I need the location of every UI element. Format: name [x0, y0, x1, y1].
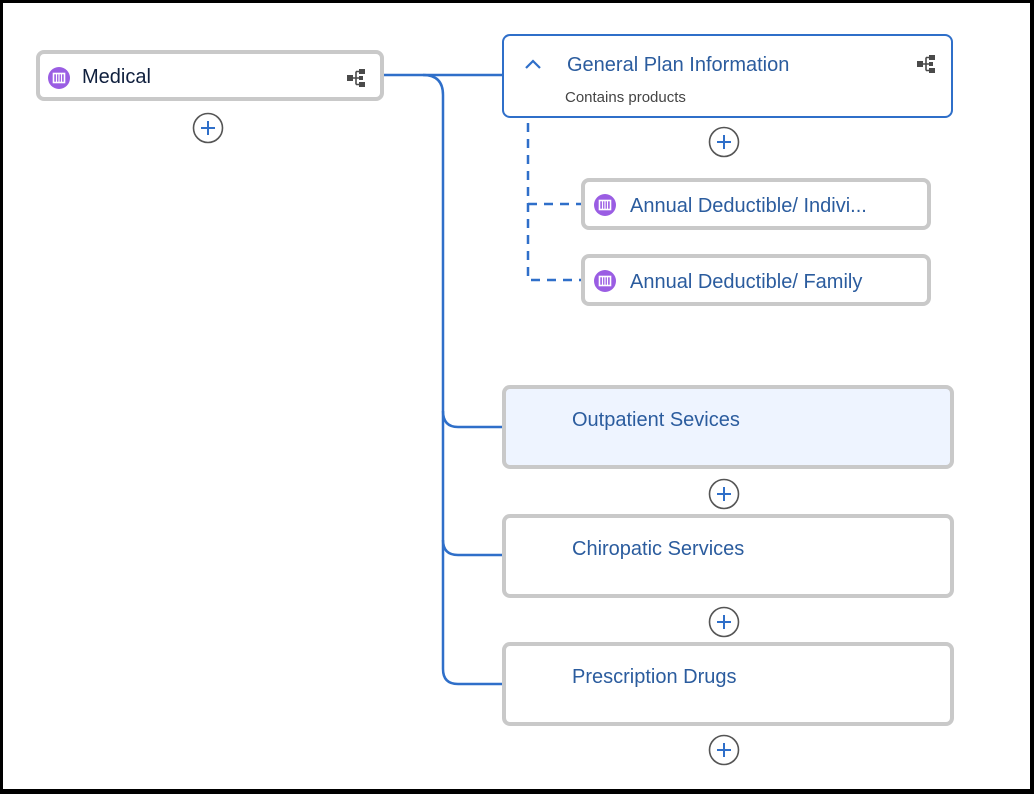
add-child-button-chiropatic[interactable]	[708, 606, 740, 638]
connector-group-children	[526, 123, 582, 282]
chevron-up-icon[interactable]	[522, 54, 544, 76]
product-icon	[594, 270, 616, 292]
add-child-button-outpatient[interactable]	[708, 478, 740, 510]
add-child-button-general-plan[interactable]	[708, 126, 740, 158]
category-label: Outpatient Sevices	[572, 409, 740, 431]
product-node-annual-deductible-individual[interactable]: Annual Deductible/ Indivi...	[581, 178, 931, 230]
category-node-chiropatic[interactable]: Chiropatic Services	[502, 514, 954, 598]
connector-outpatient	[441, 410, 503, 429]
category-node-outpatient[interactable]: Outpatient Sevices	[502, 385, 954, 469]
category-node-prescription[interactable]: Prescription Drugs	[502, 642, 954, 726]
hierarchy-canvas: Medical General Plan Information Contain…	[3, 3, 1030, 789]
product-icon	[594, 194, 616, 216]
connector-chiropatic	[441, 539, 503, 557]
add-child-button-medical[interactable]	[192, 112, 224, 144]
group-node-general-plan[interactable]: General Plan Information Contains produc…	[502, 34, 953, 118]
category-label: Prescription Drugs	[572, 666, 737, 688]
category-label: Chiropatic Services	[572, 538, 745, 560]
group-title: General Plan Information	[567, 54, 790, 76]
hierarchy-icon[interactable]	[345, 67, 367, 89]
group-subtitle: Contains products	[565, 89, 686, 106]
product-node-annual-deductible-family[interactable]: Annual Deductible/ Family	[581, 254, 931, 306]
hierarchy-icon[interactable]	[915, 53, 937, 75]
product-label: Annual Deductible/ Indivi...	[630, 195, 867, 217]
add-child-button-prescription[interactable]	[708, 734, 740, 766]
product-label: Annual Deductible/ Family	[630, 271, 863, 293]
product-icon	[48, 67, 70, 89]
connector-trunk	[422, 73, 503, 686]
root-node-medical[interactable]: Medical	[36, 50, 384, 101]
node-label: Medical	[82, 66, 151, 88]
